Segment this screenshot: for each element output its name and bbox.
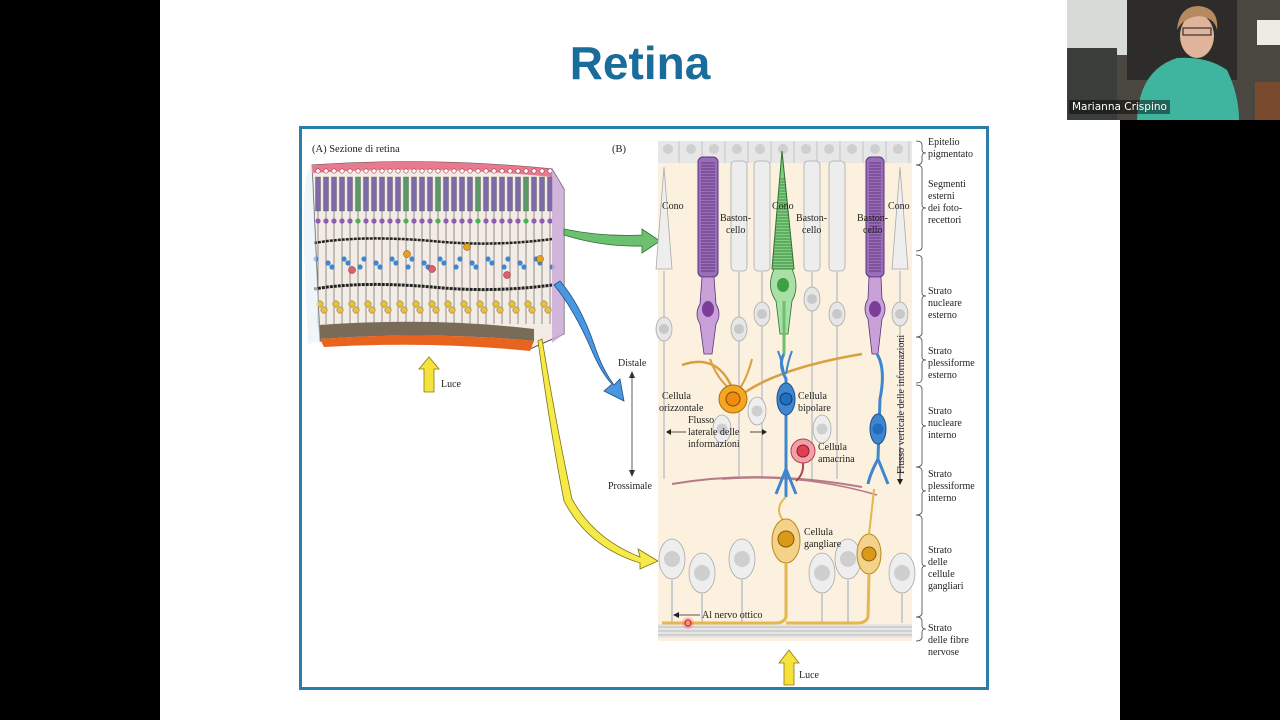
layer-brace [915, 336, 927, 384]
layer-label: plessiforme [928, 481, 975, 492]
label-ganglion-a: Cellula [804, 527, 833, 538]
optic-nerve-arrow [673, 612, 700, 618]
label-amacrine-a: Cellula [818, 442, 847, 453]
layer-label: Strato [928, 545, 952, 556]
layer-brace [915, 514, 927, 618]
light-label-a: Luce [441, 379, 462, 390]
label-horizontal-b: orizzontale [659, 403, 704, 414]
participant-video [1067, 0, 1280, 120]
label-rod-3-a: Baston- [857, 213, 888, 224]
label-rod-3-b: cello [863, 225, 882, 236]
green-arrow [563, 228, 661, 254]
label-distal: Distale [618, 358, 647, 369]
label-lateral-flow-a: Flusso [688, 415, 714, 426]
layer-label: cellule [928, 569, 955, 580]
label-bipolar-b: bipolare [798, 403, 831, 414]
participant-video-tile[interactable]: Marianna Crispino [1067, 0, 1280, 120]
retina-detail-block [655, 141, 916, 641]
layer-label: Strato [928, 346, 952, 357]
layer-brace [915, 616, 927, 642]
layer-label: esterno [928, 370, 957, 381]
layer-label: Segmenti [928, 179, 966, 190]
label-rod-1-a: Baston- [720, 213, 751, 224]
layer-brace [915, 466, 927, 516]
label-rod-2-a: Baston- [796, 213, 827, 224]
label-vertical-flow: Flusso verticale delle informazioni [896, 335, 907, 474]
layer-brace [915, 164, 927, 252]
vertical-flow-arrow [897, 447, 903, 485]
label-amacrine-b: amacrina [818, 454, 855, 465]
layer-label: delle fibre [928, 635, 969, 646]
label-cone-middle: Cono [772, 201, 794, 212]
label-ganglion-b: gangliare [804, 539, 842, 550]
layer-label: Strato [928, 286, 952, 297]
layer-label: dei foto- [928, 203, 962, 214]
slide-title: Retina [569, 37, 711, 89]
panel-b-caption: (B) [612, 144, 627, 155]
layer-label: Strato [928, 406, 952, 417]
retina-figure: (A) Sezione di retina Luce (B) [299, 126, 989, 690]
layer-label: esterno [928, 310, 957, 321]
layer-label: Epitelio [928, 137, 960, 148]
retina-section-block [303, 161, 565, 351]
distal-proximal-axis [629, 371, 635, 477]
layer-label: gangliari [928, 581, 964, 592]
light-label-b: Luce [799, 670, 820, 681]
layer-brace [915, 384, 927, 468]
label-cone-left: Cono [662, 201, 684, 212]
blue-arrow [553, 280, 625, 402]
label-optic-nerve: Al nervo ottico [702, 610, 763, 621]
label-proximal: Prossimale [608, 481, 652, 492]
layer-label: interno [928, 430, 956, 441]
participant-name: Marianna Crispino [1069, 100, 1170, 114]
label-lateral-flow-c: informazioni [688, 439, 740, 450]
label-cone-right: Cono [888, 201, 910, 212]
label-horizontal-a: Cellula [662, 391, 691, 402]
label-bipolar-a: Cellula [798, 391, 827, 402]
layer-brace [915, 254, 927, 338]
presentation-slide: Retina (A) Sezione di retina Luce [160, 0, 1120, 720]
layer-brace [915, 140, 927, 166]
layer-label: recettori [928, 215, 962, 226]
light-arrow-a [418, 356, 440, 393]
light-arrow-b [778, 649, 800, 686]
label-lateral-flow-b: laterale delle [688, 427, 740, 438]
layer-label: Strato [928, 623, 952, 634]
layer-label: plessiforme [928, 358, 975, 369]
label-rod-2-b: cello [802, 225, 821, 236]
layer-label: nervose [928, 647, 960, 658]
layer-label: nucleare [928, 298, 962, 309]
yellow-arrow [537, 338, 659, 570]
layer-label: esterni [928, 191, 955, 202]
layer-label: delle [928, 557, 948, 568]
layer-label: pigmentato [928, 149, 973, 160]
lateral-flow-arrows [666, 429, 767, 435]
label-rod-1-b: cello [726, 225, 745, 236]
layer-label: Strato [928, 469, 952, 480]
layer-label: interno [928, 493, 956, 504]
panel-a-caption: (A) Sezione di retina [312, 144, 400, 155]
retina-illustration: (A) Sezione di retina Luce (B) [303, 137, 975, 686]
layer-label: nucleare [928, 418, 962, 429]
